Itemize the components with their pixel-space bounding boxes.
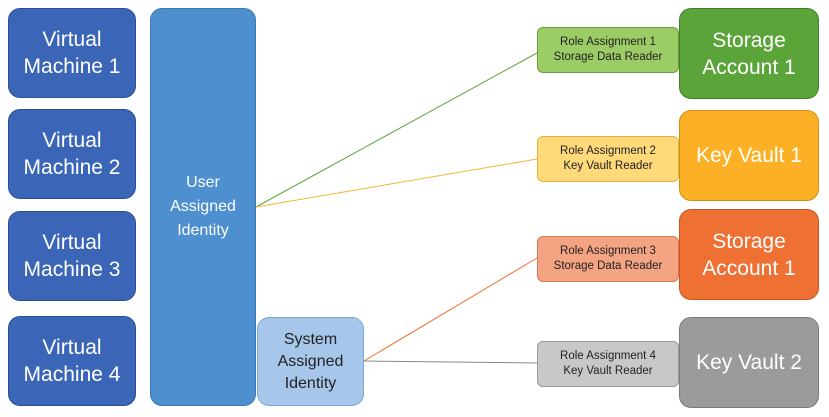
vm-label-line2: Machine 1 bbox=[23, 55, 121, 78]
ra-role: Storage Data Reader bbox=[553, 260, 663, 272]
user-assigned-identity: User Assigned Identity bbox=[150, 8, 256, 406]
vm-label-line1: Virtual bbox=[42, 336, 102, 359]
resource-label-line1: Key Vault 2 bbox=[696, 351, 802, 374]
resource-label-line1: Key Vault 1 bbox=[696, 144, 802, 167]
role-assignment-3: Role Assignment 3 Storage Data Reader bbox=[537, 236, 679, 282]
connector-uai-ra2 bbox=[255, 158, 538, 208]
vm-label-line2: Machine 4 bbox=[23, 363, 121, 386]
role-assignment-2: Role Assignment 2 Key Vault Reader bbox=[537, 136, 679, 182]
resource-label-line1: Storage bbox=[712, 229, 786, 253]
ra-role: Key Vault Reader bbox=[563, 365, 653, 377]
system-assigned-identity: System Assigned Identity bbox=[257, 317, 364, 406]
sai-label-line3: Identity bbox=[284, 374, 337, 392]
role-assignment-4: Role Assignment 4 Key Vault Reader bbox=[537, 341, 679, 387]
vm-label-line1: Virtual bbox=[42, 28, 102, 51]
resource-label-line2: Account 1 bbox=[702, 55, 796, 79]
ra-role: Storage Data Reader bbox=[553, 51, 663, 63]
role-assignment-1: Role Assignment 1 Storage Data Reader bbox=[537, 27, 679, 73]
vm-label-line1: Virtual bbox=[42, 231, 102, 254]
connector-uai-ra1 bbox=[255, 52, 538, 208]
ra-role: Key Vault Reader bbox=[563, 160, 653, 172]
vm-label-line1: Virtual bbox=[42, 129, 102, 152]
ra-title: Role Assignment 2 bbox=[560, 145, 656, 157]
key-vault-2: Key Vault 2 bbox=[679, 317, 819, 408]
sai-label-line2: Assigned bbox=[277, 352, 344, 370]
ra-title: Role Assignment 3 bbox=[560, 245, 656, 257]
key-vault-1: Key Vault 1 bbox=[679, 110, 819, 201]
vm-label-line2: Machine 2 bbox=[23, 156, 121, 179]
ra-title: Role Assignment 1 bbox=[560, 36, 656, 48]
uai-label-line3: Identity bbox=[177, 222, 229, 239]
resource-label-line1: Storage bbox=[712, 28, 786, 52]
uai-label-line1: User bbox=[186, 174, 220, 191]
sai-label-line1: System bbox=[283, 330, 338, 348]
connector-sai-ra4 bbox=[363, 360, 538, 364]
resource-label-line2: Account 1 bbox=[702, 256, 796, 280]
vm-label-line2: Machine 3 bbox=[23, 258, 121, 281]
connector-sai-ra3 bbox=[363, 257, 538, 362]
ra-title: Role Assignment 4 bbox=[560, 350, 656, 362]
uai-label-line2: Assigned bbox=[170, 198, 236, 215]
